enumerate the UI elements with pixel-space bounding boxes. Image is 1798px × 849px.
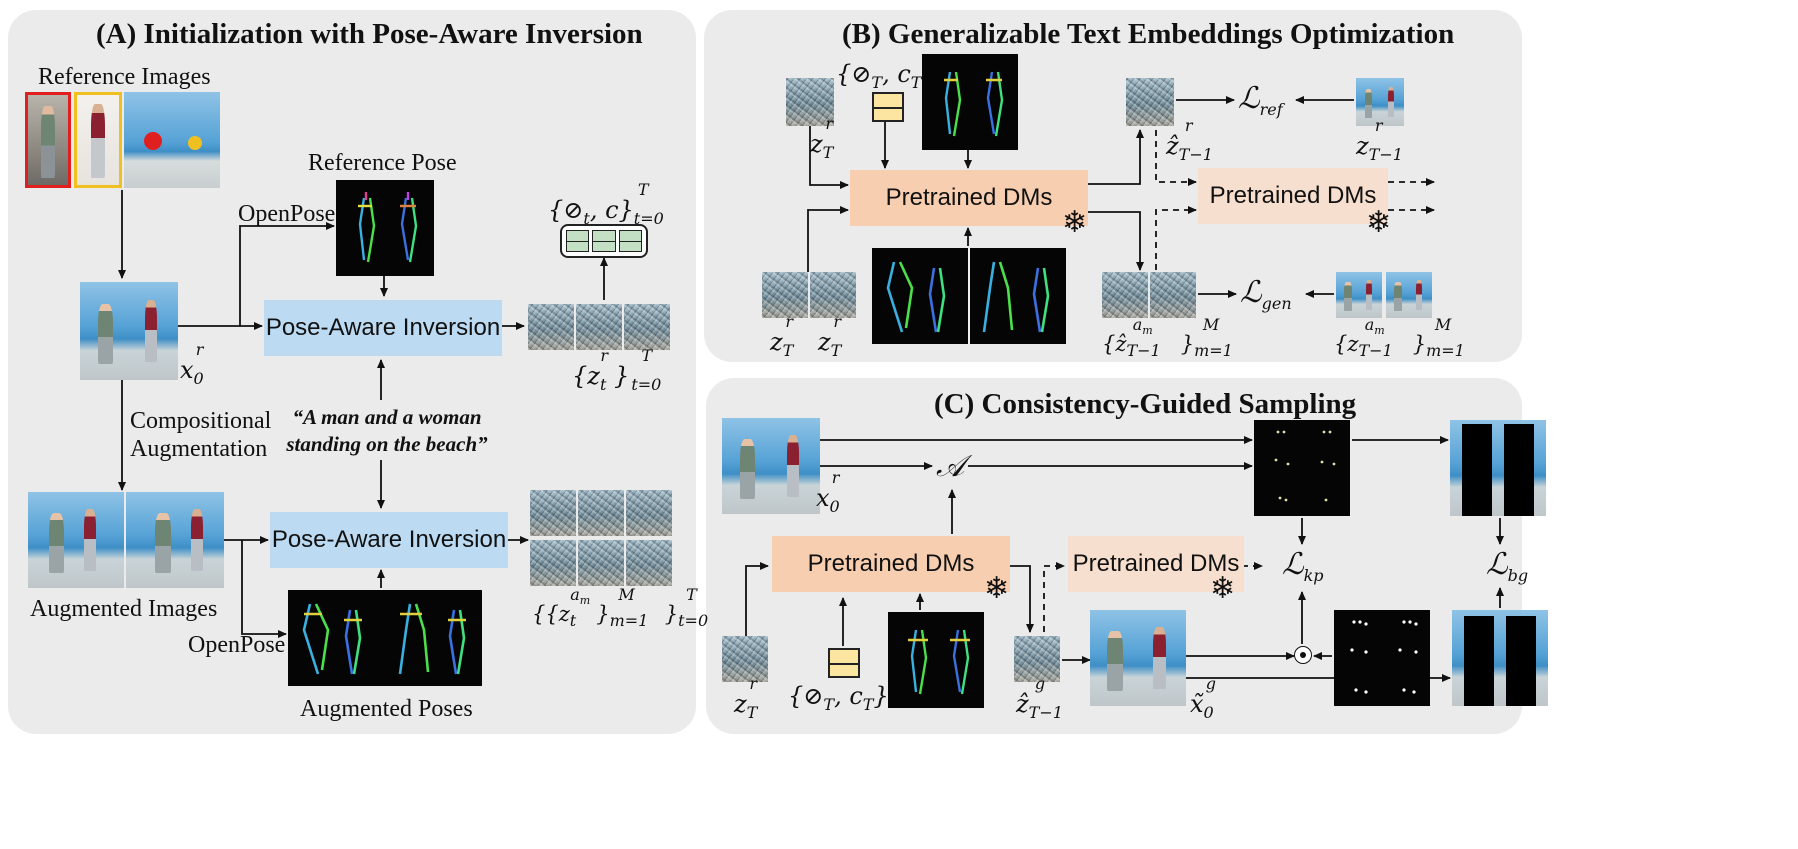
pose-aware-inversion-bottom: Pose-Aware Inversion (270, 512, 508, 568)
augmented-image-1 (28, 492, 124, 588)
latent-zT-1-am-2 (1150, 272, 1196, 318)
latent-zT-b-2 (810, 272, 856, 318)
zT-1-am-hat-label: {ẑT−1am}m=1M (1102, 315, 1233, 361)
yellow-dot-marker (188, 136, 202, 150)
latent-sequence-top-1 (528, 304, 574, 350)
reference-pose-image (336, 180, 434, 276)
snowflake-icon: ❄ (984, 571, 1010, 606)
latent-grid-5 (578, 540, 624, 586)
zT-label-b-1: zTr (770, 312, 794, 360)
compositional-label: Compositional (130, 408, 272, 434)
pretrained-dms-b-next: Pretrained DMs (1198, 168, 1388, 224)
zT-1-ref-label: zT−1r (1356, 116, 1403, 164)
attention-operator-label: 𝒜 (936, 449, 965, 484)
reference-pose-label: Reference Pose (308, 150, 457, 176)
target-am-1 (1336, 272, 1382, 318)
text-embedding-block-c (828, 648, 860, 678)
reference-images-label: Reference Images (38, 64, 211, 90)
augmented-poses-image (288, 590, 482, 686)
pose-aware-inversion-top: Pose-Aware Inversion (264, 300, 502, 356)
reference-image-c (722, 418, 820, 514)
augmented-images-label: Augmented Images (30, 596, 218, 622)
latent-grid-6 (626, 540, 672, 586)
latent-grid-2 (578, 490, 624, 536)
zT-label-c: zTr (734, 674, 758, 722)
x0g-label: x̃0g (1190, 674, 1216, 722)
text-embedding-block-b (872, 92, 904, 122)
generated-image-c (1090, 610, 1186, 706)
background-gen-c (1452, 610, 1548, 706)
panel-c-title: (C) Consistency-Guided Sampling (934, 388, 1357, 420)
zT-label-b-top: zTr (810, 114, 834, 162)
loss-kp-label: ℒkp (1282, 547, 1324, 585)
pretrained-dms-c-next: Pretrained DMs (1068, 536, 1244, 592)
openpose-label-bottom: OpenPose (188, 632, 286, 658)
augmented-poses-label: Augmented Poses (300, 696, 473, 722)
zT-label-b-2: zTr (818, 312, 842, 360)
keypoints-gen-icon (1350, 620, 1418, 694)
pretrained-dms-c-main: Pretrained DMs (772, 536, 1010, 592)
reference-pose-b (922, 54, 1018, 150)
pose-skeleton-c-icon (908, 629, 970, 695)
pretrained-dms-b-main: Pretrained DMs (850, 170, 1088, 226)
latent-zT-1-am-1 (1102, 272, 1148, 318)
augmentation-label: Augmentation (130, 436, 268, 462)
keypoint-map-ref (1254, 420, 1350, 516)
reference-image-woman (74, 92, 122, 188)
panel-a-title: (A) Initialization with Pose-Aware Inver… (96, 18, 643, 50)
null-text-set-label: {⊘t, c}t=0T (548, 180, 664, 228)
zt-set-label: {ztr}t=0T (572, 346, 662, 394)
null-cond-label-c: {⊘T, cT} (788, 682, 889, 714)
keypoints-ref-icon (1274, 430, 1336, 502)
x0r-label: x0r (180, 340, 204, 388)
target-zT-1-ref (1356, 78, 1404, 126)
loss-ref-label: ℒref (1238, 81, 1283, 119)
latent-grid-1 (530, 490, 576, 536)
composited-reference-image (80, 282, 178, 380)
zT-1-hat-label: ẑT−1r (1166, 116, 1213, 164)
loss-gen-label: ℒgen (1240, 275, 1292, 313)
snowflake-icon: ❄ (1210, 571, 1236, 606)
latent-zT-c (722, 636, 768, 682)
latent-zT-1-g (1014, 636, 1060, 682)
background-ref-c (1450, 420, 1546, 516)
latent-grid-4 (530, 540, 576, 586)
latent-sequence-top-2 (576, 304, 622, 350)
augmented-skeletons-icon (302, 603, 466, 675)
latent-grid-3 (626, 490, 672, 536)
pose-skeleton-icon (358, 192, 418, 263)
keypoint-map-gen (1334, 610, 1430, 706)
augmented-poses-b (872, 248, 1066, 344)
hadamard-icon (1294, 646, 1312, 664)
snowflake-icon: ❄ (1062, 205, 1088, 240)
pose-skeleton-b-icon (944, 71, 1004, 137)
reference-image-beach (124, 92, 220, 188)
openpose-label-top: OpenPose (238, 201, 336, 227)
zt-am-set-label: {{ztam}m=1M}t=0T (532, 585, 709, 631)
zT-1-g-label: ẑT−1g (1016, 674, 1063, 722)
reference-image-man (25, 92, 71, 188)
latent-zT-1-hat (1126, 78, 1174, 126)
loss-bg-label: ℒbg (1486, 547, 1529, 585)
latent-zT-b-top (786, 78, 834, 126)
null-text-embeddings-block (560, 224, 648, 258)
reference-pose-c (888, 612, 984, 708)
panel-b-title: (B) Generalizable Text Embeddings Optimi… (842, 18, 1455, 50)
x0r-label-c: x0r (816, 468, 840, 516)
red-dot-marker (144, 132, 162, 150)
target-am-2 (1386, 272, 1432, 318)
augmented-image-2 (126, 492, 224, 588)
latent-sequence-top-3 (624, 304, 670, 350)
latent-zT-b-1 (762, 272, 808, 318)
augmented-skeletons-b-icon (886, 261, 1050, 333)
snowflake-icon: ❄ (1366, 205, 1392, 240)
zT-1-am-label: {zT−1am}m=1M (1334, 315, 1465, 361)
